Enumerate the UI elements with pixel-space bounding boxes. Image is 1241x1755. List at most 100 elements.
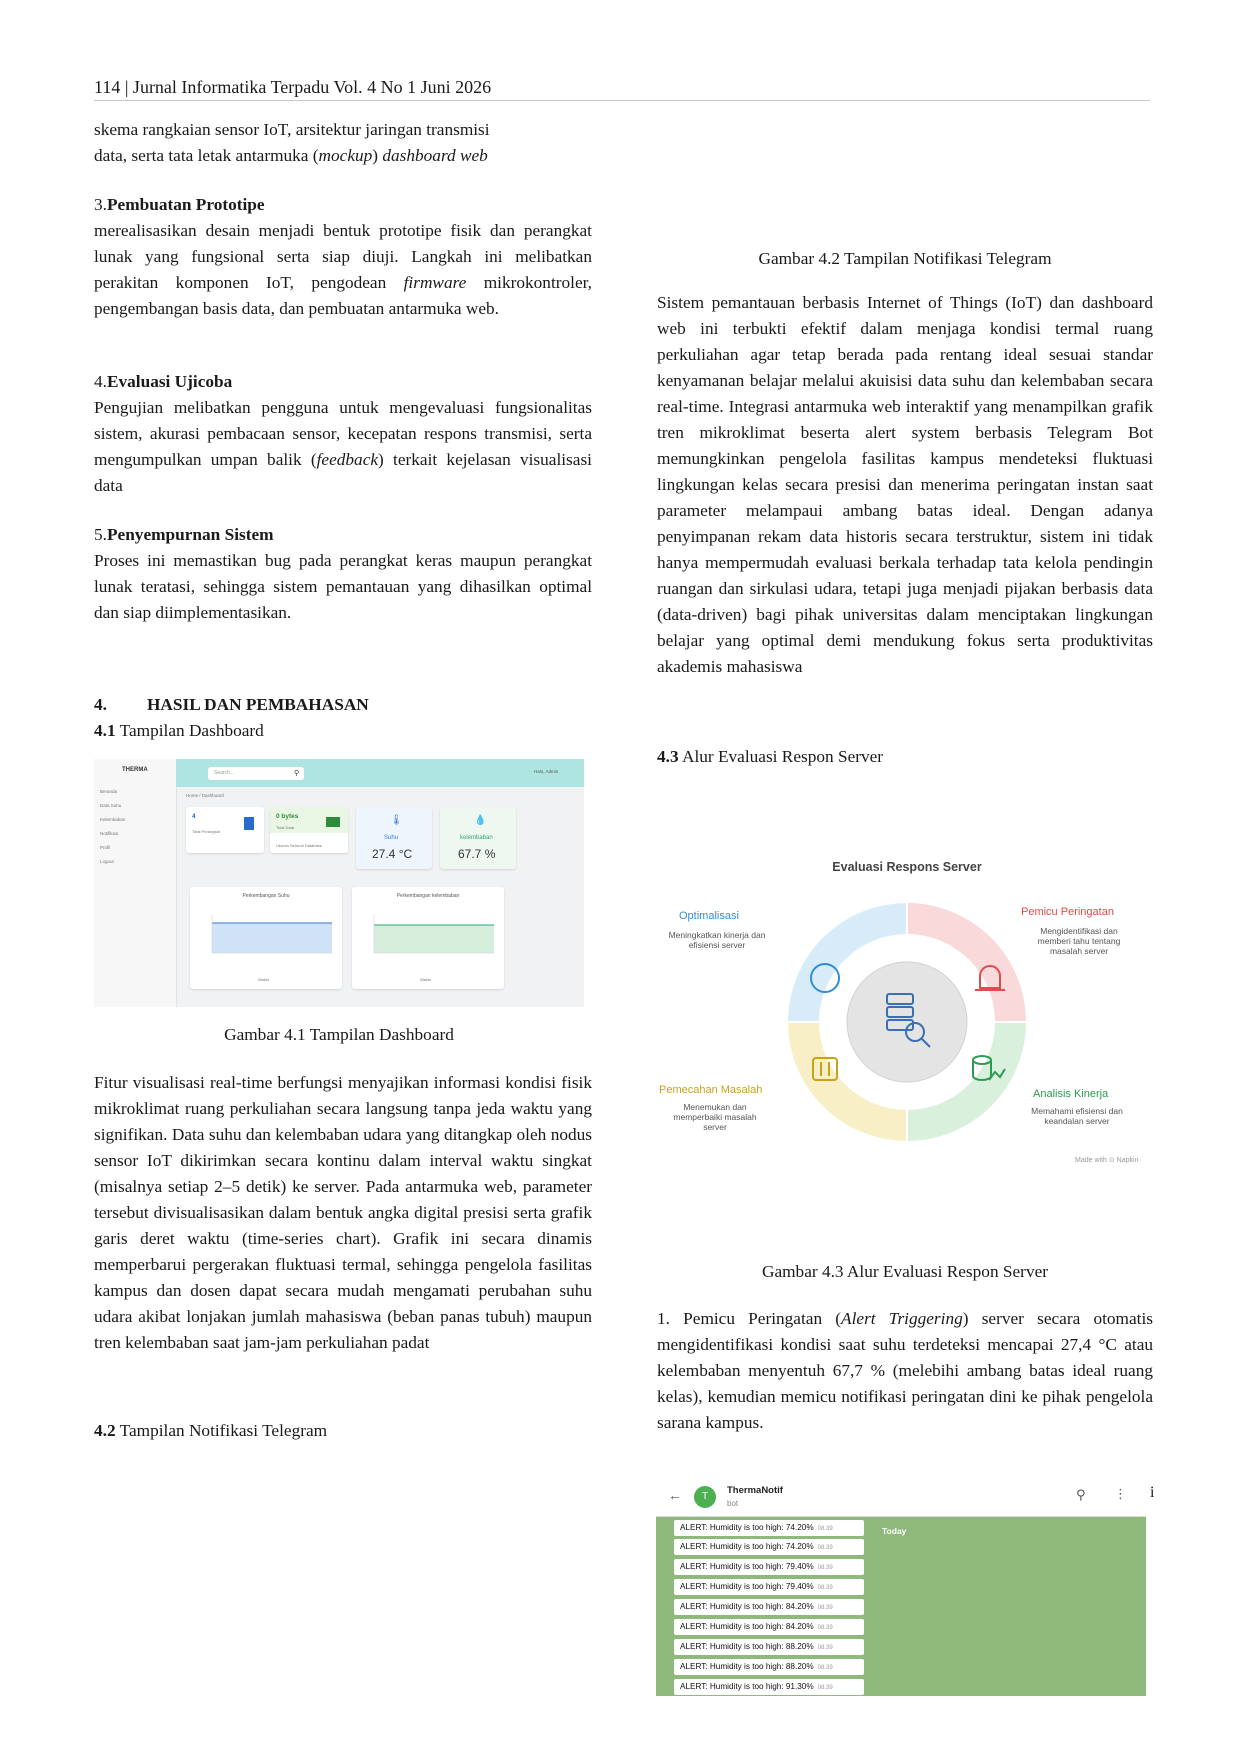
card-total-perangkat: 4 Total Perangkat (186, 807, 264, 853)
message-bubble: ALERT: Humidity is too high: 88.20%08.39 (674, 1639, 864, 1655)
section-text: Pengujian melibatkan pengguna untuk meng… (94, 398, 592, 469)
dashboard-search-input[interactable]: Search... (208, 767, 304, 780)
kelembaban-value: 67.7 % (458, 847, 496, 861)
optimalisasi-desc: Meningkatkan kinerja dan efisiensi serve… (668, 930, 766, 950)
sidebar-item-suhu[interactable]: Data Suhu (100, 803, 122, 808)
message-bubble: ALERT: Humidity is too high: 88.20%08.39 (674, 1659, 864, 1675)
subsection-title: Alur Evaluasi Respon Server (678, 747, 884, 766)
alarm-icon (975, 965, 1005, 991)
dashboard-screenshot: THERMA Beranda Data Suhu Kelembaban Noti… (94, 759, 584, 1007)
chat-name: ThermaNotif (727, 1485, 783, 1496)
droplet-icon: 💧 (474, 815, 487, 826)
message-text: ALERT: Humidity is too high: 84.20% (680, 1602, 814, 1611)
section-title: Pembuatan Prototipe (106, 195, 265, 214)
chart-title: Perkembangan kelembaban (396, 893, 460, 899)
figure-4-1-caption: Gambar 4.1 Tampilan Dashboard (224, 1025, 454, 1044)
center-disc (846, 961, 968, 1083)
sidebar-item-kelembaban[interactable]: Kelembaban (100, 817, 126, 822)
intro-text-2: data, serta tata letak antarmuka ( (94, 146, 319, 165)
database-icon (326, 817, 340, 827)
message-bubble: ALERT: Humidity is too high: 84.20%08.39 (674, 1599, 864, 1615)
dashboard-brand: THERMA (122, 767, 148, 773)
subsection-alur: 4.3 Alur Evaluasi Respon Server (657, 744, 1153, 770)
figure-4-3-caption: Gambar 4.3 Alur Evaluasi Respon Server (761, 1262, 1049, 1281)
sidebar-item-notifikasi[interactable]: Notifikasi (100, 831, 119, 836)
more-menu-icon[interactable]: ⋮ (1114, 1486, 1127, 1501)
numbered-item-1: 1. Pemicu Peringatan (Alert Triggering) … (657, 1306, 1153, 1436)
message-text: ALERT: Humidity is too high: 79.40% (680, 1562, 814, 1571)
database-chart-icon (972, 1055, 1006, 1081)
section-em: firmware (403, 273, 467, 292)
chart-xlabel: Waktu (420, 977, 432, 982)
chart-suhu-svg (211, 915, 332, 954)
kelembaban-label: kelembaban (460, 835, 493, 841)
evaluasi-diagram: Evaluasi Respons Server Op (657, 848, 1157, 1168)
message-text: ALERT: Humidity is too high: 74.20% (680, 1523, 814, 1532)
section-em: feedback (316, 450, 379, 469)
chart-kelembaban-svg (373, 915, 494, 954)
item-text-2: ) server secara otomatis mengidentifikas… (657, 1309, 1153, 1432)
message-text: ALERT: Humidity is too high: 88.20% (680, 1642, 814, 1651)
section-text-2: mikrokontroler, pengembangan basis data,… (94, 273, 592, 318)
message-text: ALERT: Humidity is too high: 88.20% (680, 1662, 814, 1671)
sidebar-item-beranda[interactable]: Beranda (100, 789, 118, 794)
subsection-number: 4.2 (94, 1421, 116, 1440)
section-text: merealisasikan desain menjadi bentuk pro… (94, 221, 592, 292)
pemicu-heading: Pemicu Peringatan (1021, 906, 1114, 918)
sidebar-item-profil[interactable]: Profil (100, 845, 111, 850)
chart-kelembaban-card: Perkembangan kelembaban Waktu (352, 887, 504, 989)
subsection-number: 4.1 (94, 721, 116, 740)
pemecahan-heading: Pemecahan Masalah (659, 1084, 763, 1096)
message-time: 08.39 (817, 1565, 833, 1571)
card-value: 4 (192, 813, 196, 820)
telegram-header: ← T ThermaNotif bot ⚲ ⋮ (656, 1478, 1146, 1517)
toolbox-icon (812, 1057, 838, 1081)
stray-mark: i (1150, 1484, 1155, 1501)
chart-area (212, 923, 332, 953)
optimalisasi-heading: Optimalisasi (679, 910, 739, 922)
paragraph-text: Fitur visualisasi real-time berfungsi me… (94, 1073, 592, 1352)
section-evaluasi: 4.Evaluasi Ujicoba Pengujian melibatkan … (94, 369, 592, 499)
telegram-screenshot: ← T ThermaNotif bot ⚲ ⋮ Today ALERT: Hum… (656, 1478, 1146, 1696)
message-bubble: ALERT: Humidity is too high: 79.40%08.39 (674, 1579, 864, 1595)
message-time: 08.39 (817, 1605, 833, 1611)
card-kelembaban: 💧 kelembaban 67.7 % (440, 807, 516, 869)
message-time: 08.39 (817, 1665, 833, 1671)
message-time: 08.39 (817, 1625, 833, 1631)
subsection-telegram: 4.2 Tampilan Notifikasi Telegram (94, 1418, 592, 1444)
diagram-title: Evaluasi Respons Server (832, 860, 982, 874)
header-rule (94, 100, 1150, 101)
section-title: Penyempurnan Sistem (106, 525, 274, 544)
section-number: 4. (94, 372, 107, 391)
back-arrow-icon[interactable]: ← (668, 1487, 682, 1503)
napkin-credit: Made with ⊙ Napkin (1075, 1157, 1139, 1164)
search-icon[interactable]: ⚲ (1076, 1487, 1086, 1502)
analisis-desc: Memahami efisiensi dan keandalan server (1031, 1106, 1123, 1126)
section-penyempurnaan: 5.Penyempurnan Sistem Proses ini memasti… (94, 522, 592, 626)
search-icon[interactable]: ⚲ (294, 770, 300, 777)
analisis-heading: Analisis Kinerja (1033, 1088, 1109, 1100)
message-time: 08.39 (817, 1526, 833, 1532)
message-text: ALERT: Humidity is too high: 84.20% (680, 1622, 814, 1631)
gear-icon (810, 963, 840, 993)
chart-xlabel: Waktu (258, 977, 270, 982)
intro-paragraph: skema rangkaian sensor IoT, arsitektur j… (94, 117, 592, 169)
section-text: Proses ini memastikan bug pada perangkat… (94, 551, 592, 622)
item-text: 1. Pemicu Peringatan ( (657, 1309, 842, 1328)
section-text-2: ) terkait kejelasan visualisasi data (94, 450, 592, 495)
dashboard-user-menu[interactable]: Halo, Admin (534, 769, 559, 774)
pemicu-desc: Mengidentifikasi dan memberi tahu tentan… (1037, 926, 1121, 956)
message-text: ALERT: Humidity is too high: 79.40% (680, 1582, 814, 1591)
sidebar-item-logout[interactable]: Logout (100, 859, 114, 864)
thermometer-icon: 🌡 (390, 815, 403, 826)
chart-suhu-card: Perkembangan Suhu Waktu (190, 887, 342, 989)
subsection-title: Tampilan Dashboard (115, 721, 264, 740)
date-chip: Today (882, 1526, 907, 1536)
intro-em-mockup: mockup (318, 146, 373, 165)
section-number: 5. (94, 525, 107, 544)
pemecahan-desc: Menemukan dan memperbaiki masalah server (673, 1102, 757, 1132)
card-label: Total Perangkat (192, 829, 220, 834)
chart-title: Perkembangan Suhu (242, 893, 290, 899)
dashboard-breadcrumb: Home / Dashboard (186, 793, 224, 798)
paragraph-text: Sistem pemantauan berbasis Internet of T… (657, 293, 1153, 676)
